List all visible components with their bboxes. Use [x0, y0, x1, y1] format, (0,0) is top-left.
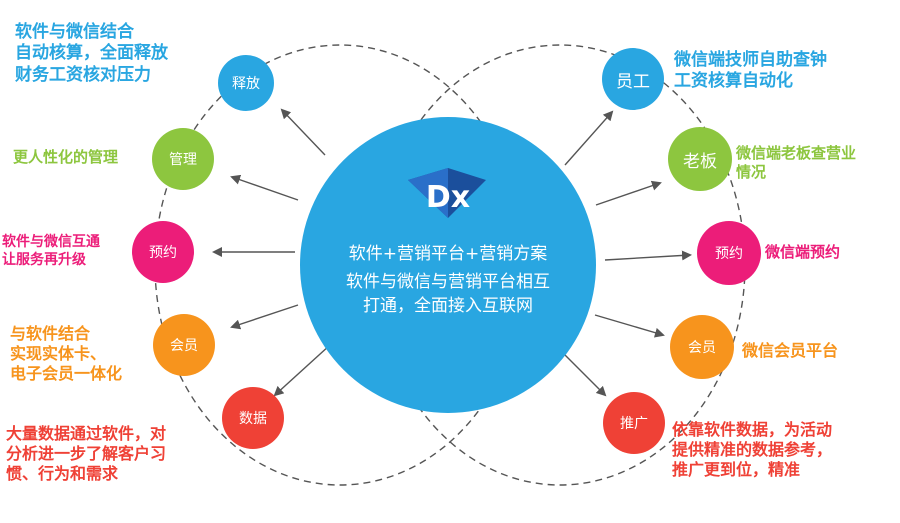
left-desc-booking: 软件与微信互通 让服务再升级 [2, 234, 100, 269]
right-desc-member: 微信会员平台 [742, 341, 838, 361]
right-node-promote-label: 推广 [620, 416, 648, 432]
arrows-group [212, 108, 692, 397]
arrow-to-promote [559, 349, 607, 397]
right-desc-promote-line-1: 依靠软件数据，为活动 [672, 420, 833, 439]
center-line-2: 软件与微信与营销平台相互 [346, 272, 550, 292]
arrow-to-member-right [594, 314, 665, 338]
right-desc-booking: 微信端预约 [765, 243, 840, 262]
arrow-to-member [230, 304, 299, 330]
left-node-manage-label: 管理 [169, 152, 197, 168]
left-desc-booking-line-2: 让服务再升级 [2, 251, 86, 268]
arrow-to-staff [564, 110, 614, 166]
right-node-boss-label: 老板 [683, 151, 717, 172]
left-desc-data-line-2: 分析进一步了解客户习 [6, 444, 167, 463]
left-desc-member: 与软件结合 实现实体卡、 电子会员一体化 [10, 324, 122, 384]
right-desc-staff: 微信端技师自助查钟 工资核算自动化 [674, 50, 827, 93]
left-desc-release: 软件与微信结合 自动核算，全面释放 财务工资核对压力 [15, 22, 168, 86]
left-desc-data: 大量数据通过软件，对 分析进一步了解客户习 惯、行为和需求 [6, 424, 166, 484]
left-node-booking-label: 预约 [149, 245, 177, 261]
left-node-data: 数据 [222, 387, 284, 449]
arrow-to-manage [230, 174, 299, 201]
left-node-booking: 预约 [132, 221, 194, 283]
right-node-staff-label: 员工 [616, 71, 650, 92]
left-desc-release-line-2: 自动核算，全面释放 [15, 43, 168, 64]
left-desc-member-line-3: 电子会员一体化 [10, 364, 123, 383]
center-line-3: 打通，全面接入互联网 [363, 296, 533, 316]
right-node-member-label: 会员 [688, 340, 716, 356]
left-desc-release-line-3: 财务工资核对压力 [15, 64, 151, 85]
left-node-member-label: 会员 [170, 338, 198, 354]
right-node-boss: 老板 [668, 127, 732, 191]
right-desc-promote-line-2: 提供精准的数据参考， [672, 440, 833, 459]
left-desc-booking-line-1: 软件与微信互通 [2, 234, 100, 250]
arrow-to-release [280, 108, 326, 156]
left-desc-member-line-2: 实现实体卡、 [10, 344, 107, 363]
left-node-member: 会员 [153, 314, 215, 376]
arrow-to-boss [595, 180, 662, 206]
center-line-1: 软件+营销平台+营销方案 [348, 244, 548, 264]
right-desc-staff-line-2: 工资核算自动化 [674, 71, 793, 92]
right-node-booking: 预约 [697, 221, 761, 285]
dx-logo-text: Dx [426, 180, 470, 215]
right-desc-boss-line-1: 微信端老板查营业 [736, 144, 857, 162]
right-desc-member-line-1: 微信会员平台 [742, 341, 839, 360]
right-desc-boss: 微信端老板查营业 情况 [736, 144, 856, 182]
right-node-member: 会员 [670, 315, 734, 379]
left-desc-manage-line-1: 更人性化的管理 [13, 148, 119, 166]
left-desc-member-line-1: 与软件结合 [10, 324, 91, 343]
right-desc-booking-line-1: 微信端预约 [765, 243, 841, 261]
right-desc-staff-line-1: 微信端技师自助查钟 [674, 50, 827, 70]
right-desc-promote: 依靠软件数据，为活动 提供精准的数据参考， 推广更到位，精准 [672, 420, 832, 480]
arrow-to-booking-right [604, 250, 692, 261]
right-node-staff: 员工 [602, 48, 664, 110]
left-desc-data-line-3: 惯、行为和需求 [6, 464, 119, 483]
arrow-to-data [273, 344, 331, 397]
left-desc-release-line-1: 软件与微信结合 [15, 22, 134, 42]
right-desc-boss-line-2: 情况 [736, 162, 767, 181]
dx-logo-icon: Dx [408, 168, 486, 218]
center-circle [300, 117, 596, 413]
left-node-data-label: 数据 [239, 411, 267, 427]
right-node-promote: 推广 [603, 392, 665, 454]
right-desc-promote-line-3: 推广更到位，精准 [672, 460, 801, 479]
left-desc-manage: 更人性化的管理 [13, 148, 118, 167]
left-node-manage: 管理 [152, 128, 214, 190]
right-node-booking-label: 预约 [715, 246, 743, 262]
left-node-release-label: 释放 [232, 76, 260, 92]
left-node-release: 释放 [218, 55, 274, 111]
left-desc-data-line-1: 大量数据通过软件，对 [6, 424, 167, 443]
